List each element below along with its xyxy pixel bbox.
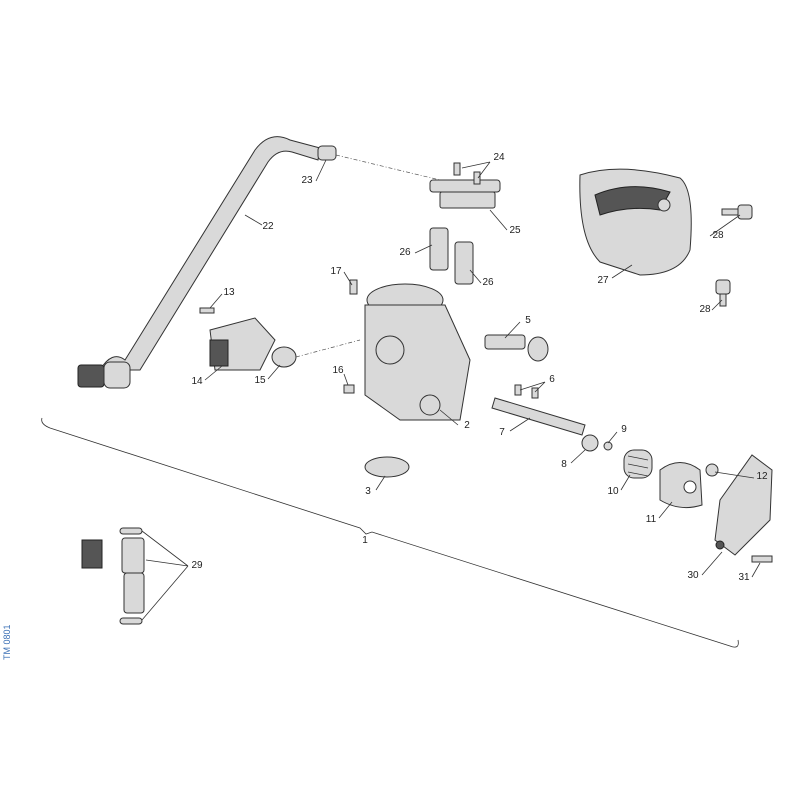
part-24-screw	[453, 162, 461, 176]
assembly-bracket-1	[41, 417, 739, 648]
part-7-shaft	[491, 397, 586, 436]
callout-9: 9	[621, 424, 627, 435]
callout-24: 24	[493, 152, 505, 163]
callout-11: 11	[645, 514, 657, 525]
part-30-cover	[714, 454, 773, 556]
part-12-nut	[705, 463, 719, 477]
part-6-screw	[531, 387, 539, 399]
part-17-screw	[349, 279, 358, 295]
part-22-hose-end	[77, 361, 131, 389]
part-26-injector	[429, 227, 449, 271]
callout-5: 5	[525, 315, 531, 326]
callout-6: 6	[549, 374, 555, 385]
callout-15: 15	[254, 375, 266, 386]
part-24-screw	[473, 171, 481, 185]
callout-30: 30	[687, 570, 699, 581]
callout-3: 3	[365, 486, 371, 497]
callout-28: 28	[712, 230, 724, 241]
callout-26: 26	[399, 247, 411, 258]
callout-27: 27	[597, 275, 609, 286]
part-11-pulley	[659, 462, 703, 509]
part-26-injector	[454, 241, 474, 285]
callout-25: 25	[509, 225, 521, 236]
callout-1: 1	[362, 535, 368, 546]
part-29-injector-kit	[81, 527, 145, 625]
part-2-throttle-body	[364, 283, 471, 421]
callout-28: 28	[699, 304, 711, 315]
callout-26: 26	[482, 277, 494, 288]
callout-7: 7	[499, 427, 505, 438]
part-22-hose	[99, 136, 321, 371]
leader-lines	[141, 159, 761, 621]
callout-14: 14	[191, 376, 203, 387]
callout-2: 2	[464, 420, 470, 431]
part-31-screw	[751, 555, 773, 563]
part-28-bolt	[721, 204, 753, 220]
callout-16: 16	[332, 365, 344, 376]
part-8-bearing	[581, 434, 599, 452]
callout-8: 8	[561, 459, 567, 470]
part-25-fuel-rail	[429, 179, 501, 209]
drawing-code: TM 0801	[2, 624, 12, 660]
callout-22: 22	[262, 221, 274, 232]
part-27-airbox-cover	[579, 168, 692, 276]
callout-23: 23	[301, 175, 313, 186]
part-9-washer	[603, 441, 613, 451]
part-5-valve	[484, 334, 549, 362]
part-15-bushing	[271, 346, 297, 368]
callout-12: 12	[756, 471, 768, 482]
part-10-spring	[623, 449, 653, 479]
callout-13: 13	[223, 287, 235, 298]
callout-31: 31	[738, 572, 750, 583]
callout-17: 17	[330, 266, 342, 277]
part-13-screw	[199, 307, 215, 314]
part-16-screw	[343, 384, 355, 394]
callout-29: 29	[191, 560, 203, 571]
callout-10: 10	[607, 486, 619, 497]
part-28-bolt	[715, 279, 731, 307]
part-23-clamp	[317, 145, 337, 161]
part-3-throttle-plate	[364, 456, 410, 478]
